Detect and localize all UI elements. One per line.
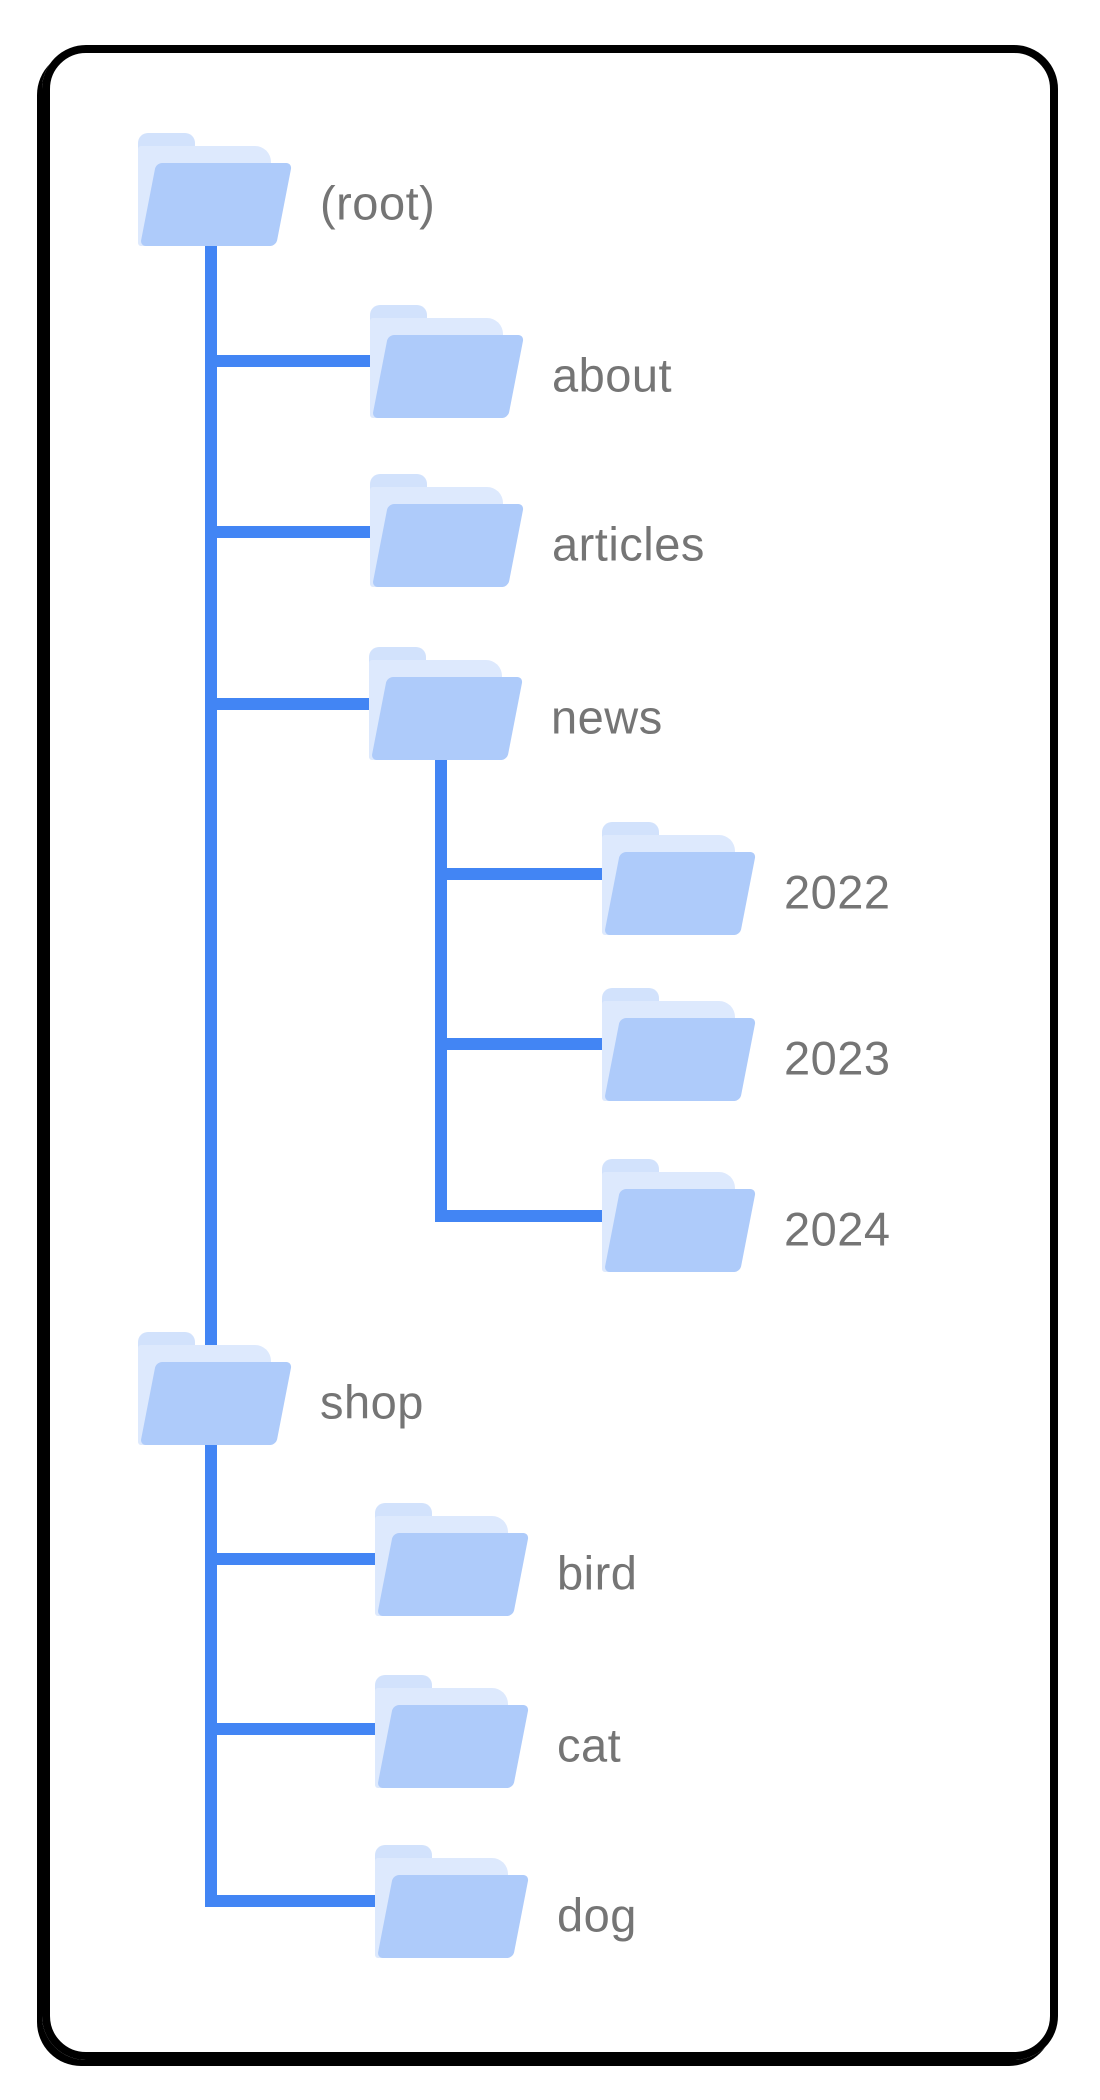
folder-label: articles — [552, 517, 705, 571]
folder-label: cat — [557, 1718, 622, 1772]
tree-node-news: news — [369, 647, 1100, 760]
connector-branch-cat — [205, 1723, 377, 1735]
connector-branch-dog — [205, 1895, 377, 1907]
tree-node-2022: 2022 — [602, 822, 1100, 935]
folder-label: about — [552, 348, 673, 402]
tree-node-cat: cat — [375, 1675, 1100, 1788]
tree-node-2023: 2023 — [602, 988, 1100, 1101]
folder-icon — [375, 1675, 530, 1788]
folder-front-shape — [377, 1533, 530, 1616]
folder-front-shape — [371, 677, 524, 760]
folder-front-shape — [377, 1875, 530, 1958]
connector-news-trunk — [435, 756, 447, 1222]
tree-node-bird: bird — [375, 1503, 1100, 1616]
folder-icon — [602, 988, 757, 1101]
folder-icon — [138, 133, 293, 246]
folder-icon — [138, 1332, 293, 1445]
folder-icon — [375, 1845, 530, 1958]
folder-front-shape — [140, 1362, 293, 1445]
folder-front-shape — [140, 163, 293, 246]
folder-front-shape — [377, 1705, 530, 1788]
folder-label: 2023 — [784, 1031, 891, 1085]
connector-branch-about — [205, 355, 372, 367]
folder-front-shape — [604, 852, 757, 935]
connector-branch-2022 — [435, 868, 604, 880]
folder-front-shape — [372, 504, 525, 587]
tree-node-shop: shop — [138, 1332, 898, 1445]
folder-label: (root) — [320, 176, 436, 230]
folder-label: 2022 — [784, 865, 891, 919]
connector-branch-articles — [205, 526, 372, 538]
folder-front-shape — [372, 335, 525, 418]
tree-node-about: about — [370, 305, 1100, 418]
folder-label: 2024 — [784, 1202, 891, 1256]
connector-branch-bird — [205, 1553, 377, 1565]
connector-branch-2023 — [435, 1038, 604, 1050]
folder-front-shape — [604, 1189, 757, 1272]
tree-node-2024: 2024 — [602, 1159, 1100, 1272]
folder-front-shape — [604, 1018, 757, 1101]
folder-label: shop — [320, 1375, 424, 1429]
folder-icon — [602, 1159, 757, 1272]
connector-branch-news — [205, 698, 371, 710]
folder-icon — [375, 1503, 530, 1616]
tree-node-articles: articles — [370, 474, 1100, 587]
diagram-card-outline — [42, 45, 1058, 2060]
folder-label: bird — [557, 1546, 638, 1600]
folder-icon — [369, 647, 524, 760]
tree-node-root: (root) — [138, 133, 898, 246]
folder-label: news — [551, 690, 663, 744]
folder-icon — [602, 822, 757, 935]
folder-icon — [370, 474, 525, 587]
folder-icon — [370, 305, 525, 418]
connector-branch-2024 — [435, 1210, 604, 1222]
connector-root-trunk — [205, 244, 217, 1907]
tree-node-dog: dog — [375, 1845, 1100, 1958]
folder-label: dog — [557, 1888, 637, 1942]
